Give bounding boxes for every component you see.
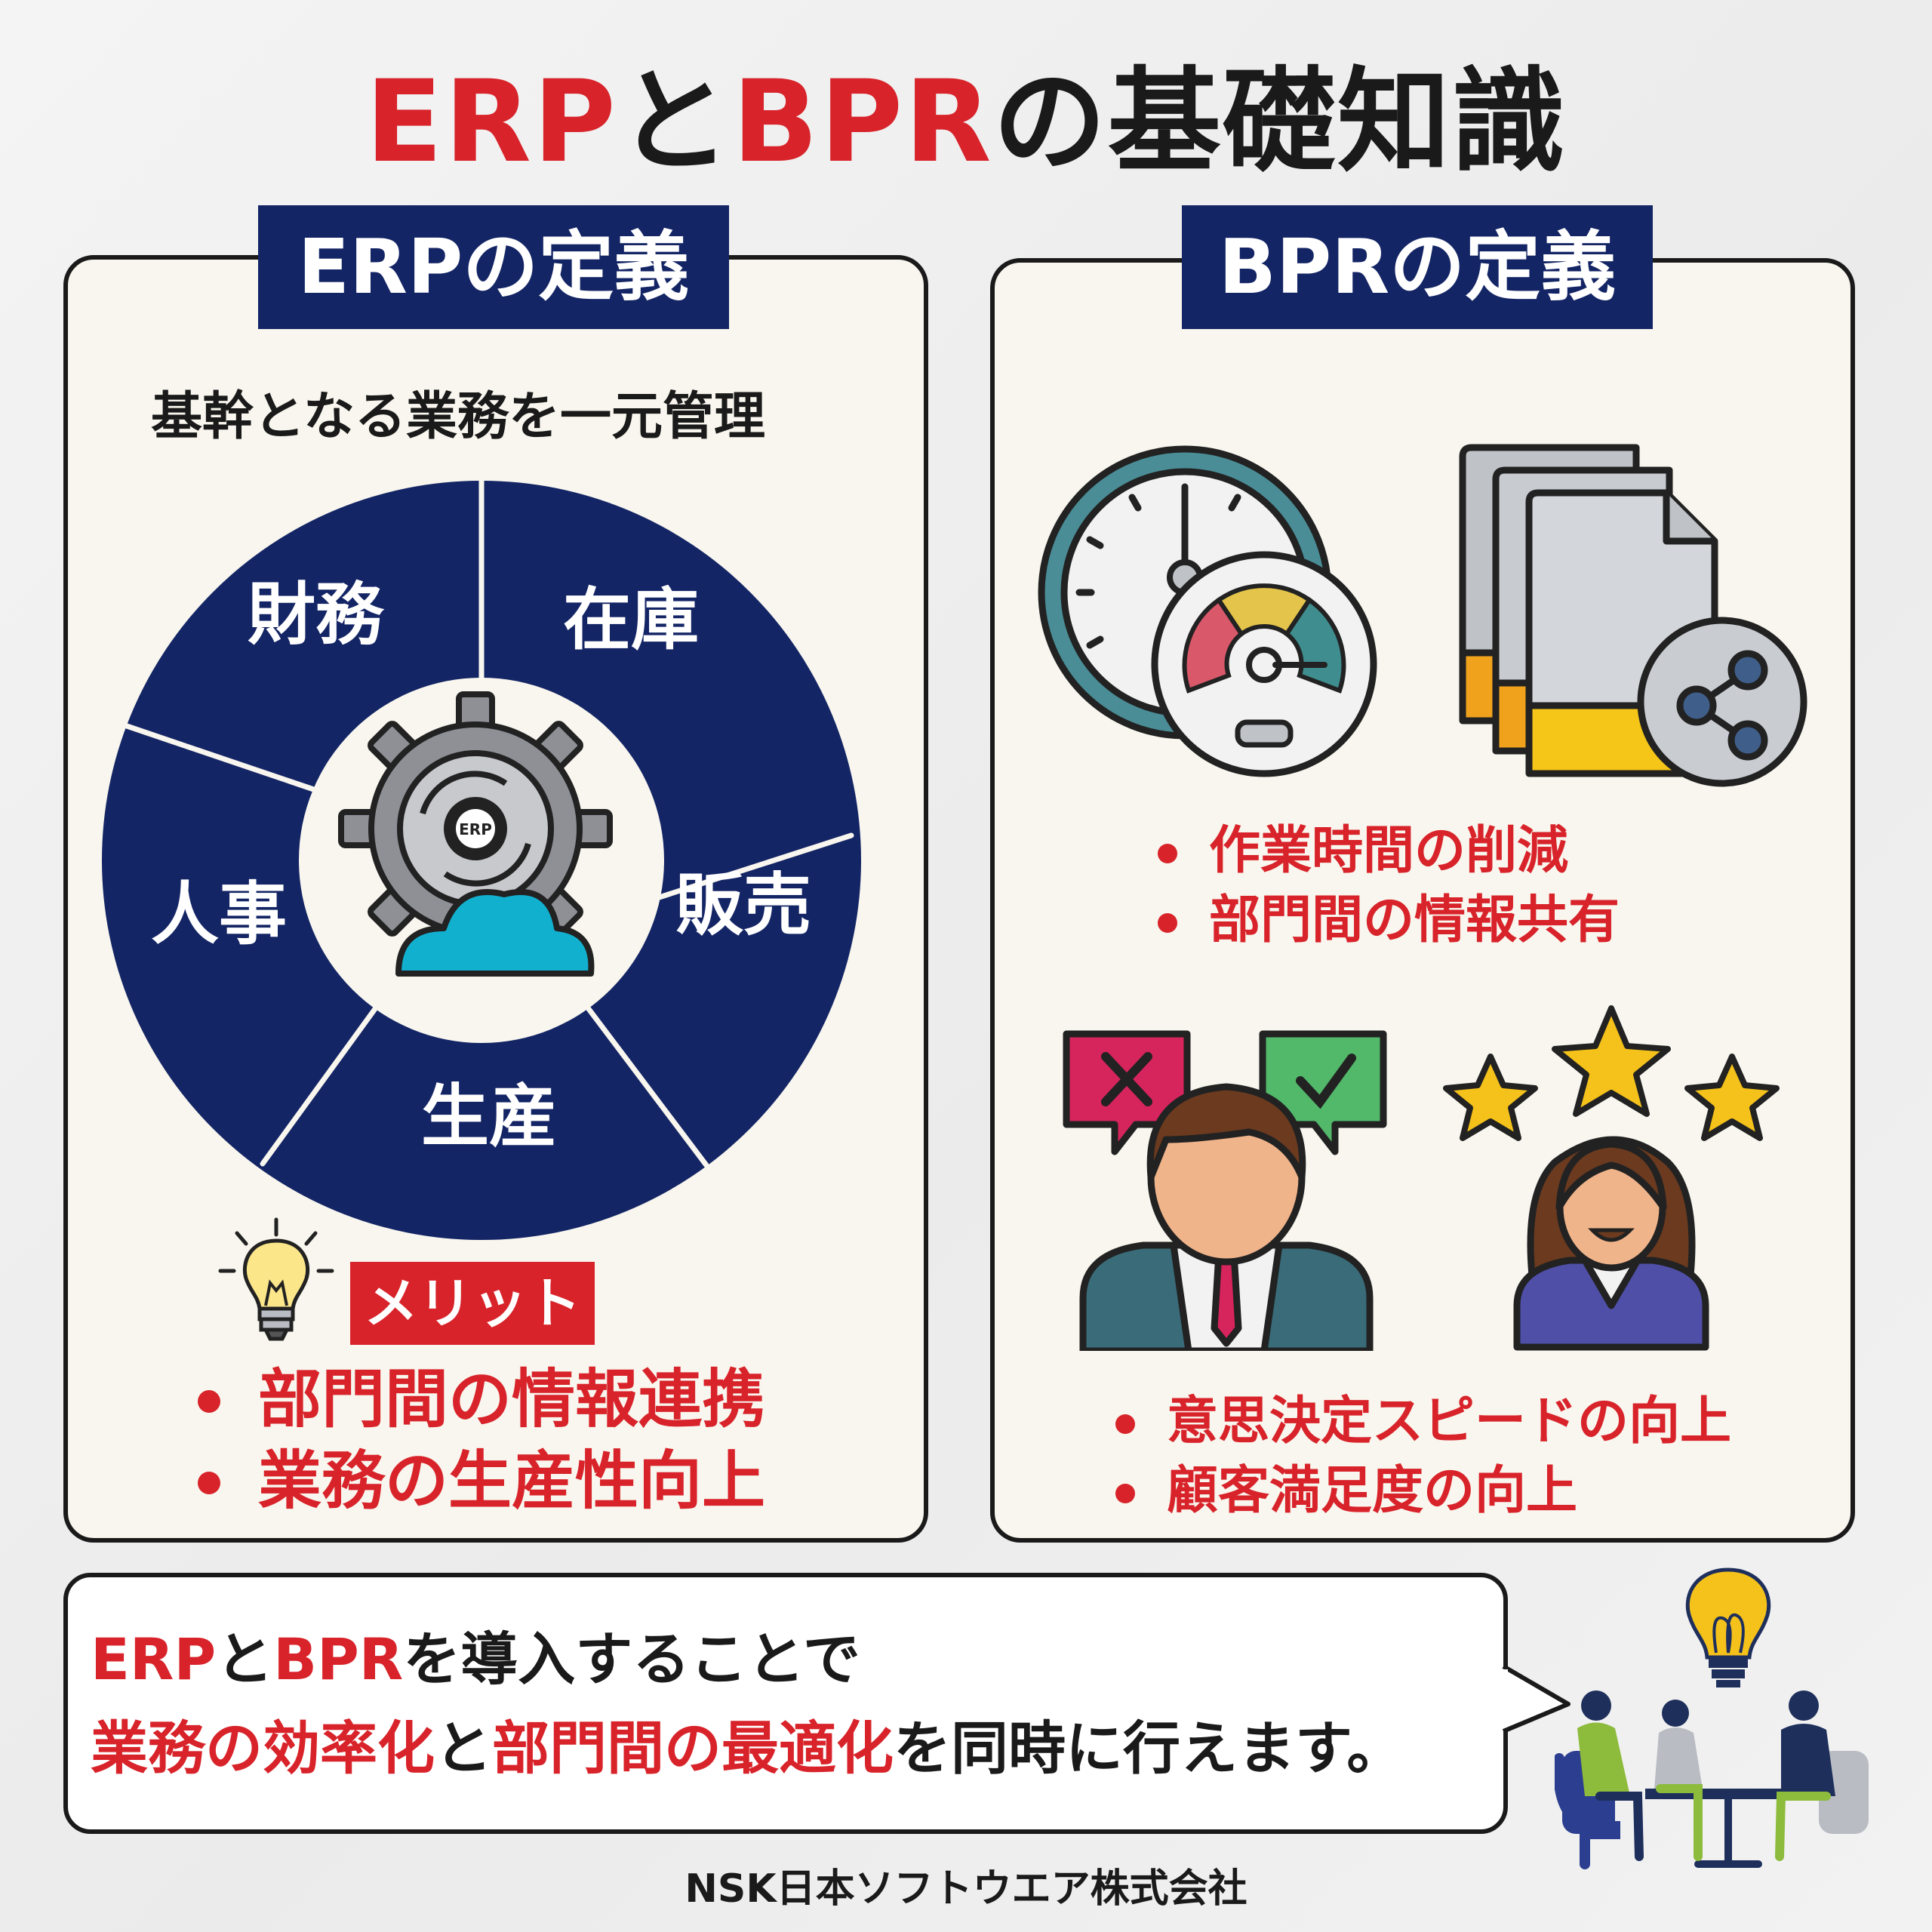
erp-subtitle: 基幹となる業務を一元管理	[151, 387, 765, 447]
team-meeting-illustration	[1555, 1567, 1869, 1869]
erp-gear-cloud-icon: ERP	[338, 691, 613, 977]
summary-box	[63, 1573, 1508, 1834]
segment-inventory: 在庫	[563, 580, 699, 660]
speech-tail	[1502, 1664, 1571, 1734]
summary-efficiency: 業務の効率化	[91, 1715, 435, 1782]
erp-wheel: 財務 在庫 販売 生産 人事 ERP	[102, 478, 861, 1240]
summary-erp: ERP	[91, 1626, 217, 1693]
decision-person-icon	[1063, 1030, 1387, 1351]
segment-hr: 人事	[151, 875, 287, 954]
summary-line-2: 業務の効率化と部門間の最適化を同時に行えます。	[91, 1704, 1404, 1793]
wheel-labels: 財務 在庫 販売 生産 人事	[151, 575, 811, 1156]
satisfied-customer-icon	[1443, 1005, 1780, 1351]
list-item: 顧客満足度の向上	[1112, 1457, 1731, 1526]
bpr-points-top: 作業時間の削減 部門間の情報共有	[1155, 817, 1620, 955]
erp-icon-label: ERP	[459, 820, 492, 838]
list-item: 意思決定スピードの向上	[1112, 1387, 1731, 1457]
segment-sales: 販売	[675, 866, 811, 945]
list-item: 部門間の情報共有	[1155, 886, 1620, 955]
list-item: 作業時間の削減	[1155, 817, 1620, 886]
list-item: 業務の生産性向上	[198, 1440, 765, 1521]
summary-optimization: 部門間の最適化	[492, 1715, 894, 1782]
summary-line1-rest: を導入することで	[403, 1626, 861, 1693]
title-bpr: BPR	[732, 57, 993, 188]
segment-production: 生産	[421, 1077, 557, 1156]
erp-heading: ERPの定義	[258, 205, 729, 329]
summary-text: ERPとBPRを導入することで 業務の効率化と部門間の最適化を同時に行えます。	[91, 1615, 1404, 1793]
page-title: ERPとBPRの基礎知識	[0, 30, 1932, 194]
lightbulb-icon	[218, 1217, 334, 1341]
clock-gauge-icon	[1038, 445, 1377, 777]
segment-finance: 財務	[248, 575, 385, 654]
erp-merits-list: 部門間の情報連携 業務の生産性向上	[198, 1358, 765, 1521]
title-to: と	[617, 57, 733, 188]
merit-badge: メリット	[350, 1262, 595, 1345]
idea-bulb-icon	[1685, 1567, 1771, 1687]
summary-to-2: と	[435, 1715, 492, 1782]
summary-line2-rest: を同時に行えます。	[894, 1715, 1404, 1782]
title-erp: ERP	[365, 57, 618, 188]
summary-to: と	[216, 1626, 274, 1693]
document-share-icon	[1459, 444, 1807, 787]
bpr-points-bottom: 意思決定スピードの向上 顧客満足度の向上	[1112, 1387, 1731, 1526]
company-name: NSK日本ソフトウエア株式会社	[685, 1866, 1247, 1912]
summary-line-1: ERPとBPRを導入することで	[91, 1615, 1404, 1704]
bpr-heading: BPRの定義	[1182, 205, 1653, 329]
list-item: 部門間の情報連携	[198, 1358, 765, 1440]
summary-bpr: BPR	[273, 1626, 404, 1693]
title-suffix: の基礎知識	[992, 57, 1567, 188]
